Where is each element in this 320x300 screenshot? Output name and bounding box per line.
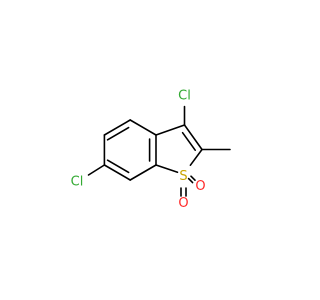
bond-c4-c5 [103, 119, 131, 136]
atom-label-oxygen-bottom: O [178, 196, 188, 211]
molecule-structure: Cl Cl S O O [71, 89, 231, 211]
bond-c4-c5-inner [106, 126, 130, 141]
bond-s-c7a [155, 164, 179, 174]
atom-label-cl-left: Cl [71, 175, 84, 190]
bond-c6-c7-inner [106, 159, 130, 174]
atom-label-cl-top: Cl [178, 89, 191, 104]
bond-c2-s [189, 148, 203, 166]
atom-label-sulfur: S [179, 169, 187, 184]
bond-c7-c7a [129, 164, 157, 181]
bond-c3-c2-inner [181, 131, 196, 151]
bond-c3a-c4 [129, 119, 157, 136]
bond-c6-cl [87, 164, 106, 176]
bond-c3a-c3 [155, 124, 186, 136]
bond-s-o-right-b [187, 177, 194, 184]
bond-c3-c2 [183, 124, 203, 151]
bond-s-o-right-a [190, 175, 196, 181]
bond-c6-c7 [103, 164, 131, 181]
atom-label-oxygen-right: O [195, 179, 205, 194]
